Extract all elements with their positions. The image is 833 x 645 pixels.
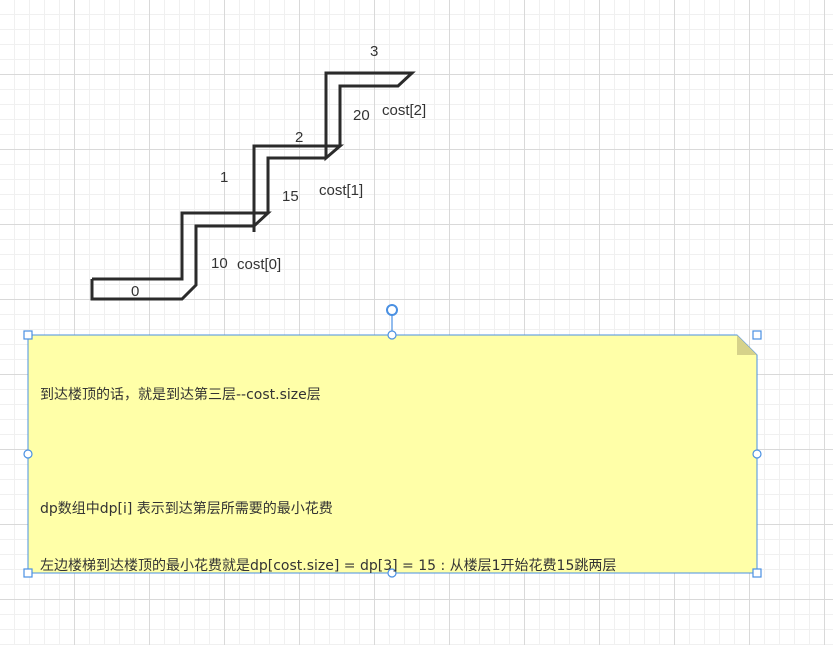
stair-outline-inner [266,156,326,213]
note-line: dp数组中dp[i] 表示到达第层所需要的最小花费 [40,501,333,517]
sticky-note-body [27,334,758,574]
floor-label-2: 2 [295,129,303,146]
stair-outline-top [92,71,416,281]
sticky-note-text[interactable]: 到达楼顶的话，就是到达第三层--cost.size层 dp数组中dp[i] 表示… [40,348,740,595]
cost-label-2: cost[2] [382,102,426,119]
stair-outline-bottom [90,224,256,301]
sticky-note-fold-icon [737,335,757,355]
cost-label-1: cost[1] [319,182,363,199]
floor-label-1: 1 [220,169,228,186]
selection-handles[interactable] [23,304,762,578]
floor-label-0: 0 [131,283,139,300]
cost-value-0: 10 [211,255,228,272]
resize-handle-right[interactable] [752,449,762,459]
floor-label-3: 3 [370,43,378,60]
resize-handle-bottom-right[interactable] [752,568,762,578]
resize-handle-top-right[interactable] [752,330,762,340]
sticky-note[interactable] [27,334,758,574]
resize-handle-left[interactable] [23,449,33,459]
cost-value-2: 20 [353,107,370,124]
resize-handle-top[interactable] [387,330,397,340]
note-line [40,443,740,462]
note-line: 到达楼顶的话，就是到达第三层--cost.size层 [40,387,321,403]
cost-value-1: 15 [282,188,299,205]
rotate-handle[interactable] [386,304,398,316]
cost-label-0: cost[0] [237,256,281,273]
resize-handle-bottom-left[interactable] [23,568,33,578]
resize-handle-bottom[interactable] [387,568,397,578]
resize-handle-top-left[interactable] [23,330,33,340]
note-line: 左边楼梯到达楼顶的最小花费就是dp[cost.size] = dp[3] = 1… [40,558,617,574]
staircase[interactable] [90,71,416,301]
